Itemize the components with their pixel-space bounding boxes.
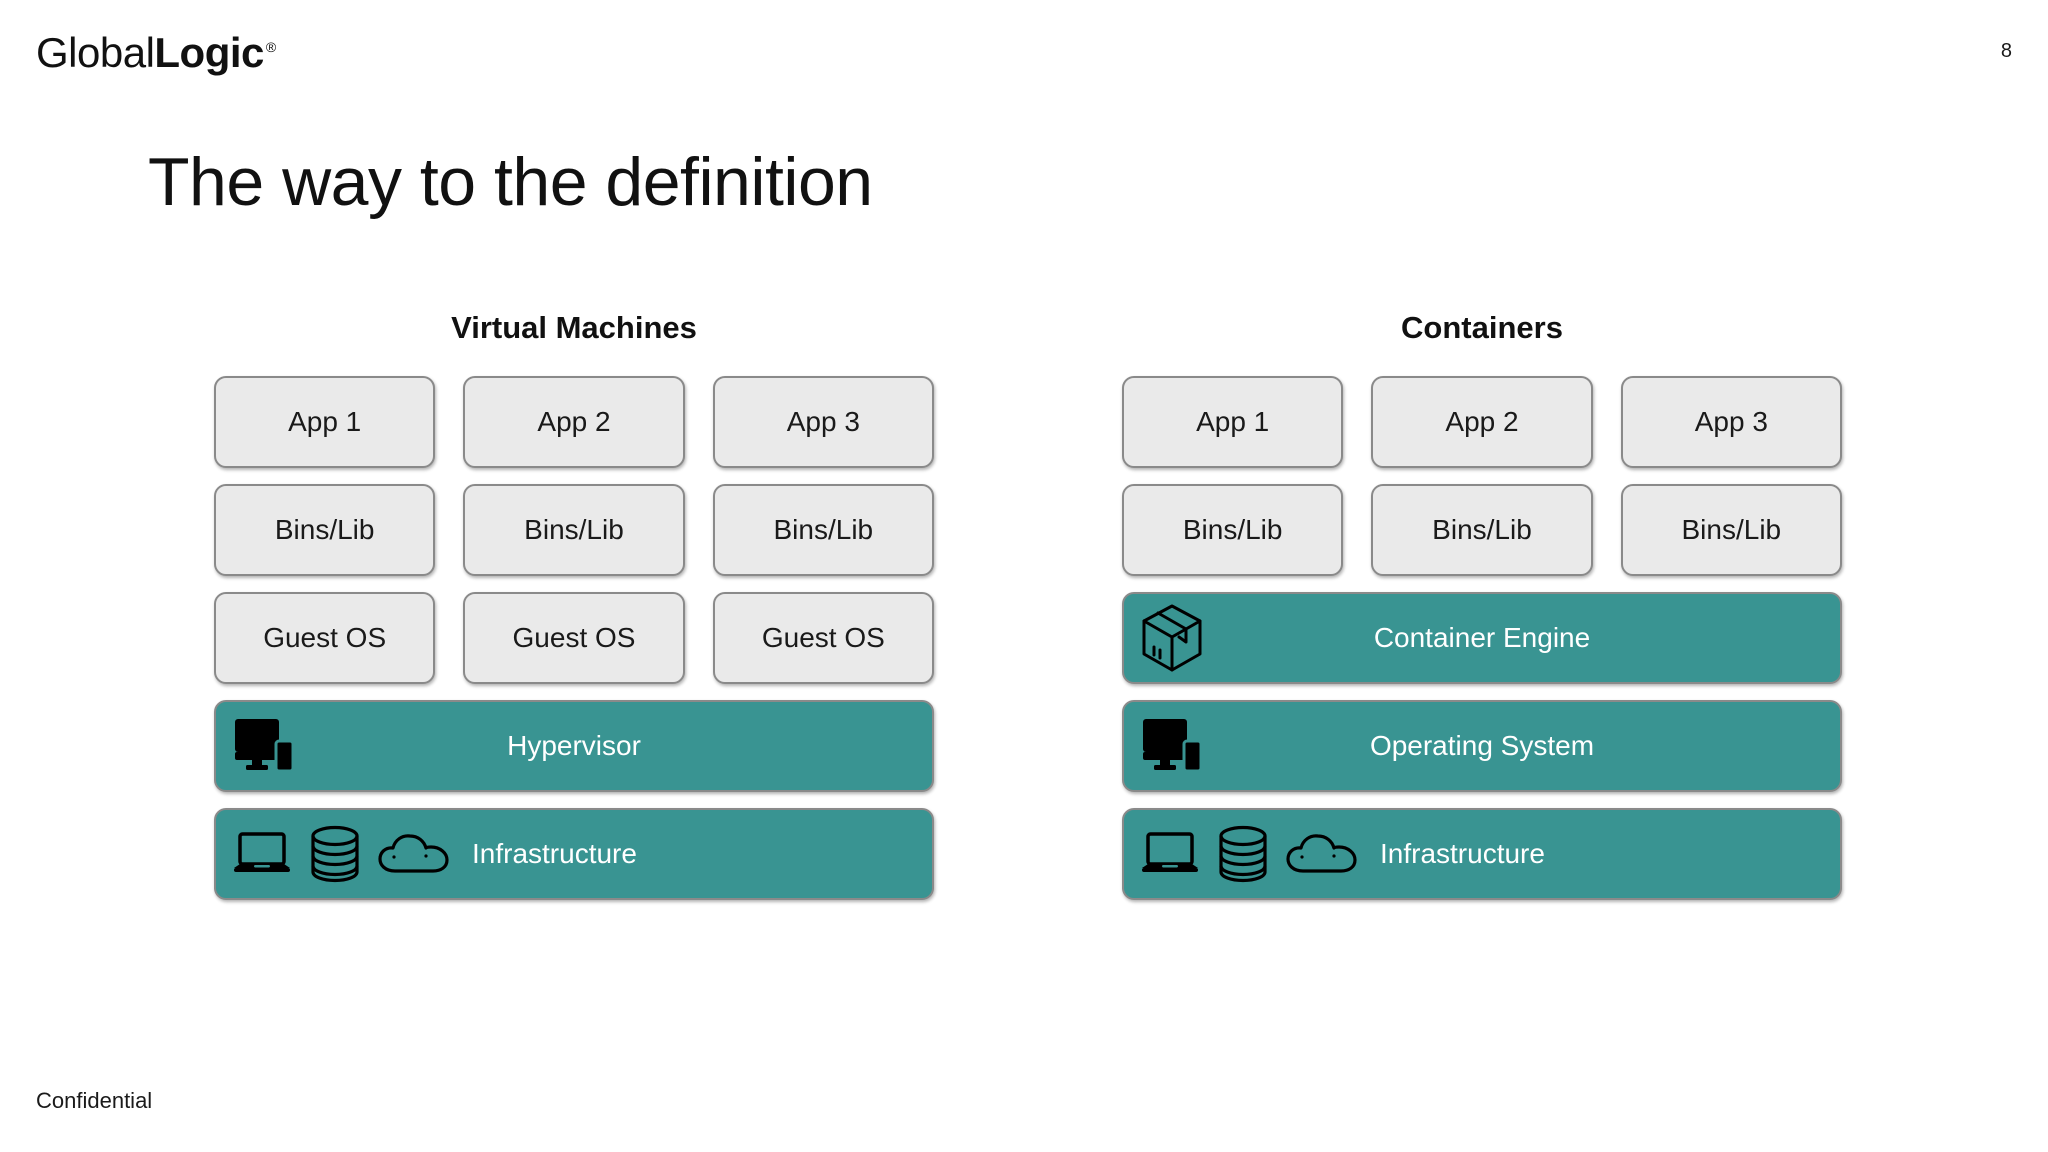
logo-text-logic: Logic <box>154 29 264 76</box>
row-apps: App 1 App 2 App 3 <box>214 376 934 468</box>
registered-trademark-icon: ® <box>265 39 276 55</box>
package-box-icon <box>1140 603 1204 673</box>
cell-bins-lib-1: Bins/Lib <box>1122 484 1344 576</box>
bar-container-engine-label: Container Engine <box>1373 622 1591 653</box>
cell-app-3: App 3 <box>712 376 934 468</box>
cloud-icon <box>378 831 450 877</box>
database-icon <box>308 825 362 883</box>
cell-bins-lib-3: Bins/Lib <box>1620 484 1842 576</box>
cell-bins-lib-3: Bins/Lib <box>712 484 934 576</box>
cell-guest-os-2: Guest OS <box>463 592 685 684</box>
monitor-phone-icon <box>232 717 296 775</box>
bar-operating-system-icons <box>1124 717 1204 775</box>
page-title: The way to the definition <box>148 144 873 220</box>
column-title-containers: Containers <box>1401 310 1563 345</box>
bar-hypervisor: Hypervisor <box>214 700 934 792</box>
laptop-icon <box>1140 830 1200 878</box>
bar-infrastructure-containers: Infrastructure <box>1122 808 1842 900</box>
laptop-icon <box>232 830 292 878</box>
row-apps: App 1 App 2 App 3 <box>1122 376 1842 468</box>
column-title-virtual-machines: Virtual Machines <box>451 310 697 345</box>
logo-text-global: Global <box>36 29 155 76</box>
bar-infrastructure-containers-label: Infrastructure <box>1380 838 1545 869</box>
monitor-phone-icon <box>1140 717 1204 775</box>
bar-infrastructure-containers-icons <box>1124 825 1358 883</box>
bar-infrastructure-vm: Infrastructure <box>214 808 934 900</box>
cell-app-2: App 2 <box>463 376 685 468</box>
cell-app-3: App 3 <box>1620 376 1842 468</box>
row-bins-lib: Bins/Lib Bins/Lib Bins/Lib <box>214 484 934 576</box>
cell-bins-lib-2: Bins/Lib <box>463 484 685 576</box>
column-containers: Containers App 1 App 2 App 3 Bins/Lib Bi… <box>1122 310 1842 916</box>
cell-guest-os-1: Guest OS <box>214 592 436 684</box>
cell-bins-lib-1: Bins/Lib <box>214 484 436 576</box>
cell-app-1: App 1 <box>214 376 436 468</box>
page-number: 8 <box>2000 40 2012 62</box>
bar-infrastructure-vm-label: Infrastructure <box>472 838 637 869</box>
bar-container-engine: Container Engine <box>1122 592 1842 684</box>
globallogic-logo: GlobalLogic® <box>36 32 276 74</box>
bar-operating-system-label: Operating System <box>1369 730 1595 761</box>
row-bins-lib: Bins/Lib Bins/Lib Bins/Lib <box>1122 484 1842 576</box>
bar-hypervisor-label: Hypervisor <box>507 730 641 761</box>
bar-container-engine-icons <box>1124 603 1204 673</box>
cell-app-2: App 2 <box>1371 376 1593 468</box>
cell-guest-os-3: Guest OS <box>712 592 934 684</box>
confidential-footer: Confidential <box>36 1088 153 1113</box>
cell-bins-lib-2: Bins/Lib <box>1371 484 1593 576</box>
comparison-diagram: Virtual Machines App 1 App 2 App 3 Bins/… <box>0 310 2048 970</box>
column-virtual-machines: Virtual Machines App 1 App 2 App 3 Bins/… <box>214 310 934 916</box>
bar-hypervisor-icons <box>216 717 296 775</box>
bar-infrastructure-vm-icons <box>216 825 450 883</box>
cell-app-1: App 1 <box>1122 376 1344 468</box>
bar-operating-system: Operating System <box>1122 700 1842 792</box>
cloud-icon <box>1286 831 1358 877</box>
database-icon <box>1216 825 1270 883</box>
row-guest-os: Guest OS Guest OS Guest OS <box>214 592 934 684</box>
